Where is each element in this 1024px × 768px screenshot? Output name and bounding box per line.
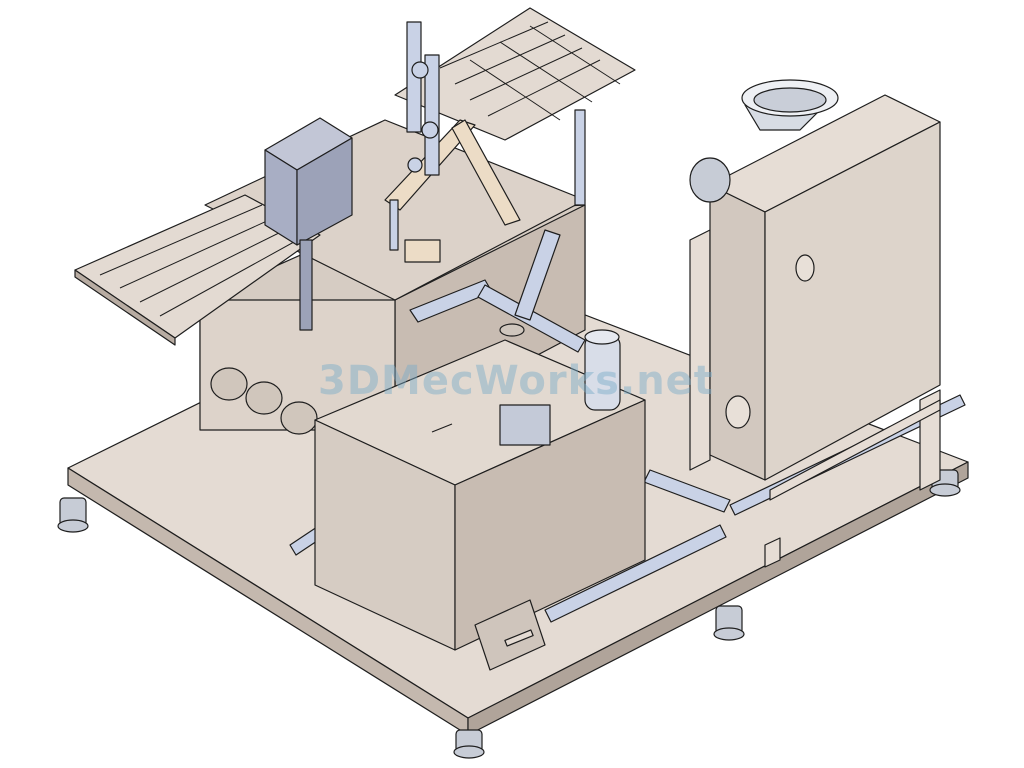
leveling-feet: [57, 469, 961, 759]
front-tank: [314, 339, 646, 651]
pump-unit: [499, 323, 621, 446]
control-box: [264, 117, 353, 331]
front-panel: [474, 599, 546, 671]
right-cabinet: [709, 94, 941, 481]
outlet-ports: [210, 367, 318, 435]
hopper: [689, 79, 839, 203]
left-conveyor: [74, 194, 321, 346]
right-frame: [689, 229, 941, 568]
filling-valves: [389, 21, 440, 251]
